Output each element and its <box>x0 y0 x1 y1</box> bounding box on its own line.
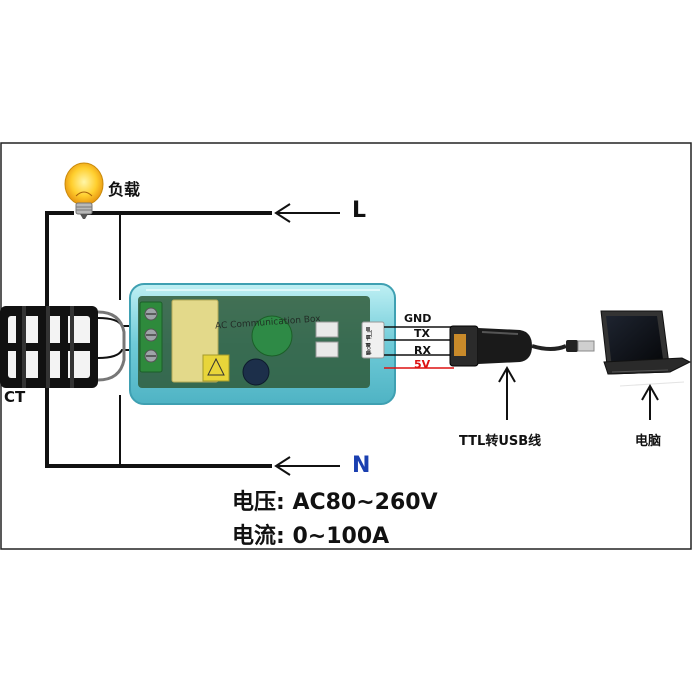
usb-cable-label: TTL转USB线 <box>459 434 542 449</box>
live-label: L <box>352 198 367 223</box>
arrow-up-icon <box>498 365 516 420</box>
current-spec: 电流: 0~100A <box>232 524 390 549</box>
ct-lead-bottom <box>97 349 138 359</box>
arrow-left-icon <box>274 203 340 223</box>
power-monitor-module <box>129 283 396 405</box>
neutral-label: N <box>352 453 371 478</box>
arrow-left-icon <box>274 456 340 476</box>
tx-pin-label: TX <box>414 327 430 340</box>
wires <box>45 211 272 468</box>
arrow-up-icon <box>641 383 659 420</box>
ct-label: CT <box>4 388 26 406</box>
voltage-spec: 电压: AC80~260V <box>232 490 438 515</box>
laptop-icon <box>600 310 692 387</box>
ttl-signal-wires <box>384 326 454 369</box>
gnd-pin-label: GND <box>404 312 432 325</box>
lightbulb-icon <box>64 162 104 219</box>
current-transformer-icon <box>0 306 126 388</box>
ct-bottom-wire <box>45 388 120 468</box>
rx-pin-label: RX <box>414 344 431 357</box>
computer-label: 电脑 <box>635 434 662 449</box>
load-label: 负载 <box>108 180 141 199</box>
port-print-label: TTL port <box>365 330 372 355</box>
bulb-left-wire <box>45 211 74 306</box>
thin-wires <box>97 213 138 466</box>
v5-pin-label: 5V <box>414 358 431 371</box>
ttl-usb-adapter-icon <box>449 325 595 367</box>
